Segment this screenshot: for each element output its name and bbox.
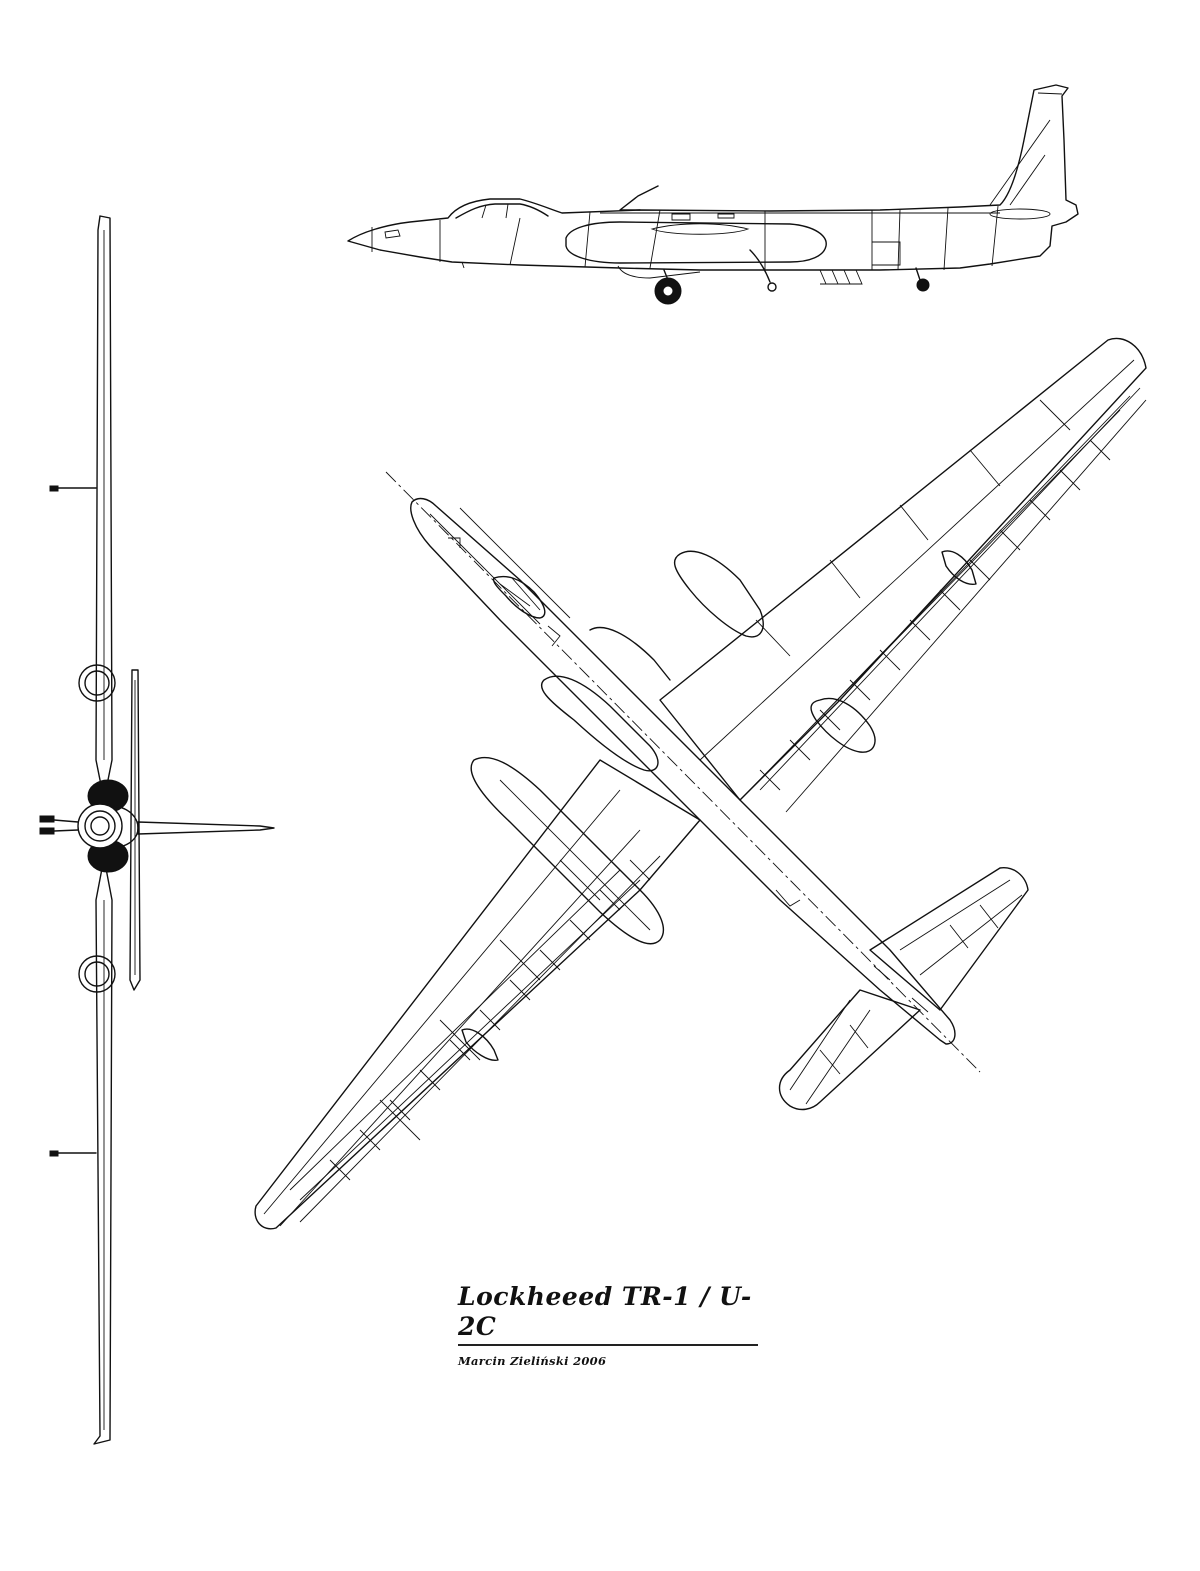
drawing-author: Marcin Zieliński 2006 [458,1353,607,1368]
upper-wing-flap-grid [739,395,1131,801]
title-block: Lockheeed TR-1 / U-2C Marcin Zieliński 2… [458,1282,778,1368]
drawing-title: Lockheeed TR-1 / U-2C [458,1282,752,1341]
front-view-aircraft [39,215,275,1445]
top-view-aircraft [254,337,1147,1230]
side-view-fuselage [347,84,1079,305]
lower-wing-flap-grid [289,859,651,1201]
title-underline [458,1344,758,1346]
